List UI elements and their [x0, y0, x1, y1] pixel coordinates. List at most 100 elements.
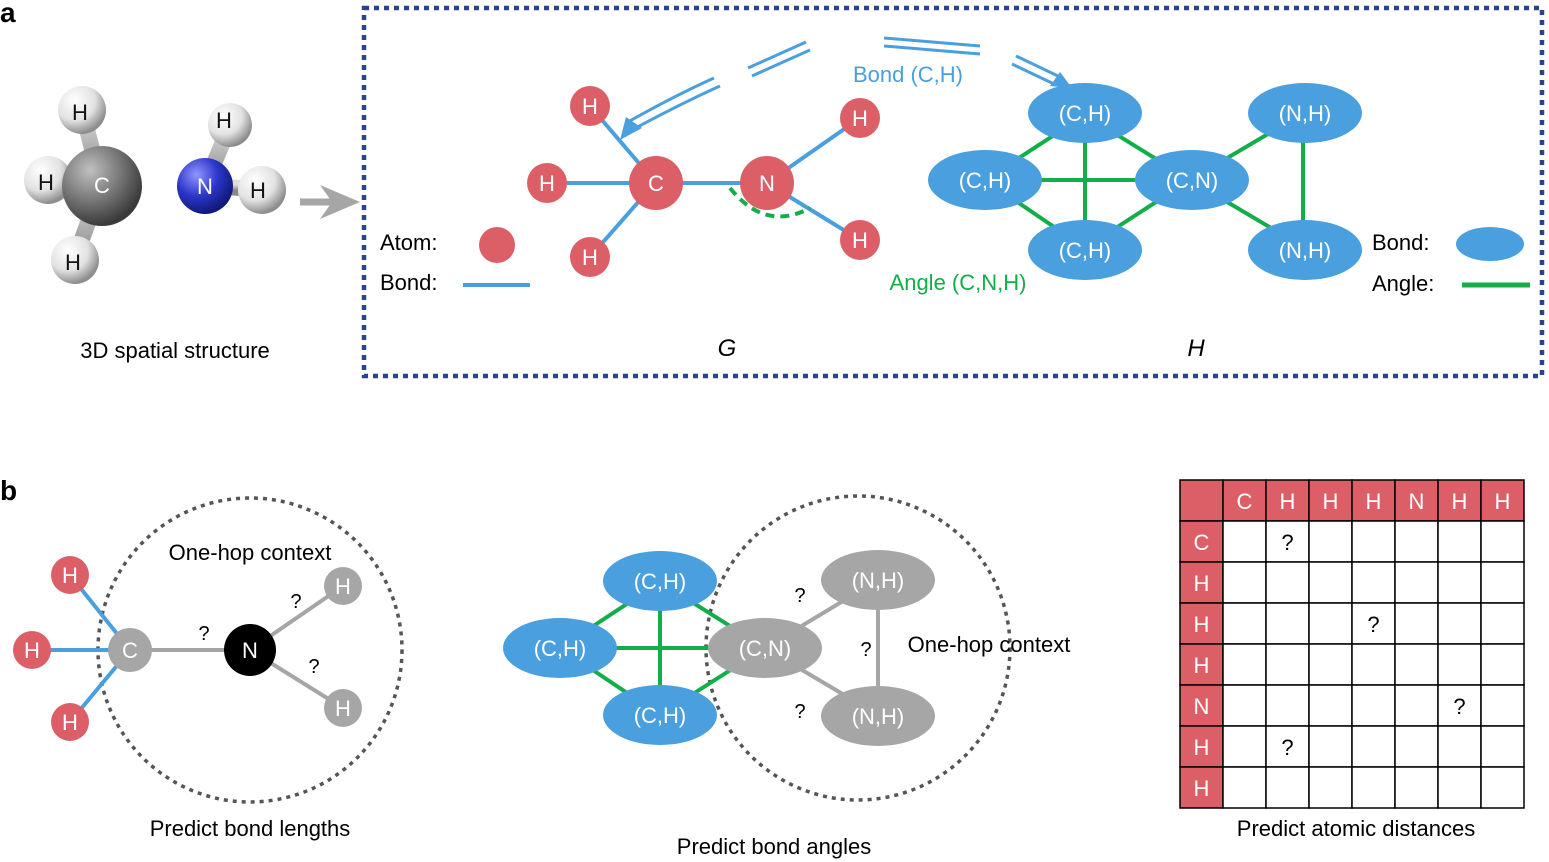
one-hop-label: One-hop context [169, 540, 332, 565]
matrix-cell [1222, 766, 1267, 809]
matrix-cell [1351, 643, 1396, 686]
one-hop-label: One-hop context [908, 632, 1071, 657]
atom-h [324, 689, 362, 727]
h-graph-nodes [928, 83, 1362, 280]
atom-h [840, 220, 880, 260]
legend-angle: Angle: [1372, 271, 1434, 296]
node-ch-label: (C,H) [634, 703, 687, 728]
matrix-cell [1265, 725, 1310, 768]
3d-hydrogen [24, 156, 72, 204]
node-ch-label: (C,H) [959, 168, 1012, 193]
3d-nitrogen [177, 158, 233, 214]
matrix-header-label: H [1495, 489, 1511, 514]
matrix-row-label: H [1194, 735, 1210, 760]
matrix-cell [1437, 561, 1482, 604]
matrix-cell [1265, 520, 1310, 563]
matrix-cell [1437, 520, 1482, 563]
3d-hydrogen [238, 166, 286, 214]
matrix-row-label: H [1194, 571, 1210, 596]
bond-annotation: Bond (C,H) [853, 62, 963, 87]
node-ch-label: (C,H) [534, 636, 587, 661]
matrix-cell [1437, 684, 1482, 727]
node-ch [503, 618, 617, 678]
matrix-row-header [1179, 725, 1224, 768]
node-nh-label: (N,H) [1279, 238, 1332, 263]
bond-lengths-caption: Predict bond lengths [150, 816, 351, 841]
matrix-cell [1480, 766, 1525, 809]
matrix-header-label: H [1452, 489, 1468, 514]
atom-c [108, 628, 152, 672]
atom-h [570, 237, 610, 277]
node-cn-label: (C,N) [739, 636, 792, 661]
legend-atom-swatch [479, 227, 515, 263]
node-cn-label: (C,N) [1166, 168, 1219, 193]
matrix-header-label: C [1237, 489, 1253, 514]
atom-n [224, 624, 276, 676]
molecule-caption: 3D spatial structure [80, 338, 270, 363]
atom-h-label: H [852, 106, 868, 131]
matrix-cell [1394, 602, 1439, 645]
matrix-cell [1394, 520, 1439, 563]
h-caption: H [1187, 335, 1205, 362]
matrix-row-label: H [1194, 612, 1210, 637]
3d-c-label: C [94, 173, 110, 198]
unknown-mark: ? [860, 639, 871, 661]
matrix-header-cell [1265, 479, 1310, 522]
atom-c-label: C [122, 638, 138, 663]
matrix-cell [1351, 684, 1396, 727]
node-nh [1248, 220, 1362, 280]
atom-h-label: H [335, 574, 351, 599]
matrix-cell [1265, 561, 1310, 604]
matrix-cell [1394, 684, 1439, 727]
matrix-header-cell [1308, 479, 1353, 522]
matrix-unknown-mark: ? [1281, 530, 1293, 555]
node-nh [821, 550, 935, 610]
distances-caption: Predict atomic distances [1237, 816, 1475, 841]
matrix-unknown-mark: ? [1367, 612, 1379, 637]
matrix-header-cell [1351, 479, 1396, 522]
angle-arc [728, 186, 811, 219]
matrix-cell [1308, 561, 1353, 604]
bond-angle-graph [503, 550, 935, 746]
node-cn [708, 618, 822, 678]
matrix-cell [1394, 766, 1439, 809]
node-ch [928, 150, 1042, 210]
atom-h-label: H [62, 710, 78, 735]
atom-h-label: H [539, 171, 555, 196]
matrix-cell [1308, 643, 1353, 686]
node-ch-label: (C,H) [1059, 238, 1112, 263]
node-ch-label: (C,H) [634, 569, 687, 594]
bond-correspondence-arrows [620, 36, 1072, 140]
matrix-cell [1437, 643, 1482, 686]
atom-n [740, 156, 794, 210]
bond-angles-caption: Predict bond angles [677, 834, 871, 859]
panel-b-label: b [0, 475, 17, 506]
matrix-cell [1351, 602, 1396, 645]
matrix-corner [1179, 479, 1224, 522]
atom-n-label: N [242, 638, 258, 663]
atom-h-label: H [335, 696, 351, 721]
matrix-row-label: N [1194, 694, 1210, 719]
node-nh-label: (N,H) [852, 704, 905, 729]
legend-bond-node: Bond: [1372, 230, 1430, 255]
matrix-cell [1437, 725, 1482, 768]
bond-length-graph [13, 556, 362, 741]
matrix-cell [1308, 766, 1353, 809]
3d-hydrogen [58, 86, 106, 134]
matrix-cell [1480, 602, 1525, 645]
3d-molecule: H H H C H N H [24, 86, 286, 284]
node-ch-label: (C,H) [1059, 101, 1112, 126]
3d-h-label: H [216, 108, 232, 133]
unknown-mark: ? [794, 585, 805, 607]
node-ch [1028, 220, 1142, 280]
unknown-mark: ? [290, 591, 301, 613]
atom-h-label: H [24, 638, 40, 663]
legend-atom: Atom: [380, 230, 437, 255]
matrix-cell [1394, 561, 1439, 604]
node-ch [1028, 83, 1142, 143]
atom-c [629, 156, 683, 210]
matrix-cell [1308, 602, 1353, 645]
atom-c-label: C [648, 171, 664, 196]
matrix-cell [1437, 602, 1482, 645]
node-ch [603, 685, 717, 745]
